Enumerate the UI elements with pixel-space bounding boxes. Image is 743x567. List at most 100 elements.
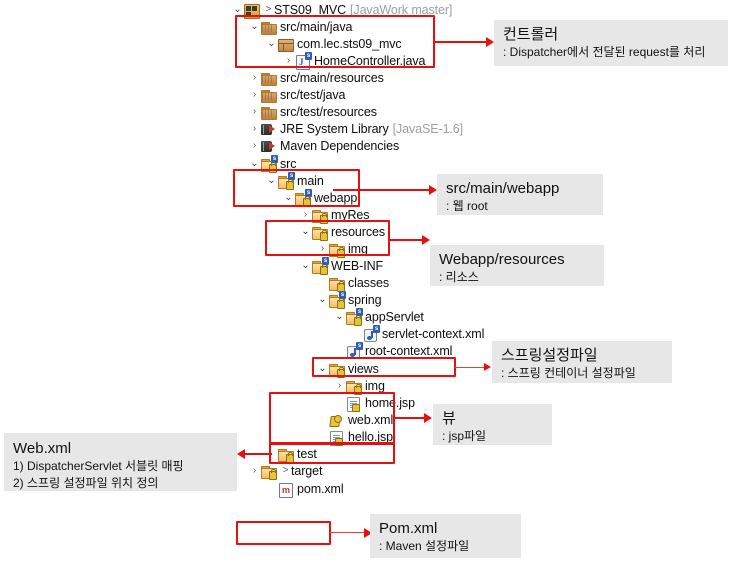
expander-chevron-down-icon[interactable]: ⌄ xyxy=(267,175,276,186)
tree-row-myres[interactable]: ›myRes xyxy=(300,207,370,224)
spring-xml-file-icon: s xyxy=(362,325,380,342)
spring-xml-file-icon: s xyxy=(345,342,363,359)
tree-row-label: root-context.xml xyxy=(365,344,453,358)
callout-controller: 컨트롤러 : Dispatcher에서 전달된 request를 처리 xyxy=(494,20,728,66)
tree-row-suffix: [JavaWork master] xyxy=(350,3,453,17)
project-explorer-tree[interactable]: ⌄>STS09_MVC[JavaWork master]⌄src/main/ja… xyxy=(0,0,484,567)
expander-chevron-right-icon[interactable]: › xyxy=(337,380,342,391)
tree-row-src-test-java[interactable]: ›src/test/java xyxy=(249,87,345,103)
tree-row-src-main-resources[interactable]: › src/main/resources xyxy=(249,70,384,86)
expander-chevron-right-icon[interactable]: › xyxy=(252,123,257,134)
folder-icon xyxy=(311,224,328,241)
folder-s-icon: s xyxy=(260,155,278,173)
expander-chevron-right-icon[interactable]: › xyxy=(252,465,257,476)
callout-pom-xml-title: Pom.xml xyxy=(379,520,438,537)
source-folder-icon xyxy=(260,87,277,103)
tree-row-pom-xml[interactable]: pom.xml xyxy=(266,481,344,498)
callout-webapp-resources: Webapp/resources : 리소스 xyxy=(430,245,604,286)
callout-pom-xml: Pom.xml : Maven 설정파일 xyxy=(370,514,521,558)
callout-arrow-line-views xyxy=(393,417,428,419)
callout-spring-config-title: 스프링설정파일 xyxy=(501,347,598,364)
callout-web-xml-line2: 2) 스프링 설정파일 위치 정의 xyxy=(13,476,159,490)
source-folder-icon xyxy=(260,70,277,86)
tree-row-label: appServlet xyxy=(365,310,424,324)
tree-row-jre-system-library[interactable]: ›JRE System Library[JavaSE-1.6] xyxy=(249,121,463,137)
callout-view-title: 뷰 xyxy=(442,410,456,427)
tree-row-src-test-resources[interactable]: › src/test/resources xyxy=(249,104,377,120)
library-icon xyxy=(260,121,277,137)
tree-row-label: src/test/resources xyxy=(280,105,377,119)
chevron-right-icon: > xyxy=(282,465,289,476)
expander-chevron-right-icon[interactable]: › xyxy=(286,55,291,66)
callout-arrow-head-webapp xyxy=(429,185,437,195)
tree-row-src-main-java[interactable]: ⌄ src/main/java xyxy=(249,19,352,35)
expander-chevron-down-icon[interactable]: ⌄ xyxy=(301,226,310,237)
tree-row-label: src xyxy=(280,157,297,171)
highlight-box-servlet-context xyxy=(312,357,456,377)
expander-chevron-right-icon[interactable]: › xyxy=(252,140,257,151)
tree-row-label: home.jsp xyxy=(365,396,415,410)
expander-chevron-down-icon[interactable]: ⌄ xyxy=(250,21,259,32)
tree-row-test[interactable]: test xyxy=(266,446,317,463)
callout-src-main-webapp-title: src/main/webapp xyxy=(446,180,560,197)
tree-row-target[interactable]: › >target xyxy=(249,463,323,480)
callout-arrow-line-controller xyxy=(435,41,490,43)
chevron-right-icon: > xyxy=(265,4,272,15)
highlight-box-pom-xml xyxy=(236,521,331,545)
tree-row-label: target xyxy=(291,464,323,478)
tree-row-project-root[interactable]: ⌄ >STS09_MVC[JavaWork master] xyxy=(232,2,453,19)
tree-row-resources[interactable]: ⌄resources xyxy=(300,224,385,241)
tree-row-label: HomeController.java xyxy=(314,54,426,68)
expander-chevron-down-icon[interactable]: ⌄ xyxy=(267,38,276,49)
web-xml-file-icon xyxy=(328,412,345,428)
folder-icon xyxy=(328,241,345,258)
folder-icon xyxy=(311,207,328,224)
callout-controller-title: 컨트롤러 xyxy=(503,26,559,43)
callout-arrow-head-views xyxy=(424,413,432,423)
tree-row-label: img xyxy=(348,242,368,256)
expander-chevron-right-icon[interactable]: › xyxy=(320,243,325,254)
expander-chevron-right-icon[interactable]: › xyxy=(252,72,257,83)
expander-chevron-right-icon[interactable]: › xyxy=(252,106,257,117)
tree-row-com-lec-sts09-mvc[interactable]: ⌄com.lec.sts09_mvc xyxy=(266,36,402,52)
tree-row-maven-dependencies[interactable]: ›Maven Dependencies xyxy=(249,138,399,154)
tree-row-classes[interactable]: classes xyxy=(317,275,389,292)
callout-arrow-head-pom-xml xyxy=(364,528,372,538)
callout-arrow-line-pom-xml xyxy=(330,532,368,534)
tree-row-label: JRE System Library xyxy=(280,122,389,136)
callout-arrow-line-servlet-context xyxy=(455,367,488,369)
source-folder-icon xyxy=(260,19,277,35)
expander-chevron-right-icon[interactable]: › xyxy=(252,89,257,100)
highlight-box-web-xml xyxy=(269,443,395,464)
tree-row-label: pom.xml xyxy=(297,482,344,496)
folder-s-icon: s xyxy=(345,308,363,326)
expander-chevron-down-icon[interactable]: ⌄ xyxy=(301,260,310,271)
folder-icon xyxy=(260,463,277,480)
expander-chevron-down-icon[interactable]: ⌄ xyxy=(335,311,344,322)
expander-chevron-right-icon[interactable]: › xyxy=(303,209,308,220)
tree-row-web-xml[interactable]: web.xml xyxy=(317,412,393,428)
expander-chevron-down-icon[interactable]: ⌄ xyxy=(250,158,259,169)
tree-row-label: STS09_MVC xyxy=(274,3,347,17)
expander-chevron-down-icon[interactable]: ⌄ xyxy=(318,363,327,374)
expander-chevron-down-icon[interactable]: ⌄ xyxy=(233,4,242,15)
package-icon xyxy=(277,36,294,52)
tree-row-label: src/main/resources xyxy=(280,71,384,85)
tree-row-resources-img[interactable]: › img xyxy=(317,241,368,258)
tree-row-home-jsp[interactable]: home.jsp xyxy=(334,395,415,412)
callout-src-main-webapp-sub: : 웹 root xyxy=(446,199,488,213)
expander-chevron-down-icon[interactable]: ⌄ xyxy=(284,192,293,203)
tree-row-label: WEB-INF xyxy=(331,259,384,273)
source-folder-icon xyxy=(260,104,277,120)
tree-row-label: src/main/java xyxy=(280,20,353,34)
expander-chevron-down-icon[interactable]: ⌄ xyxy=(318,294,327,305)
